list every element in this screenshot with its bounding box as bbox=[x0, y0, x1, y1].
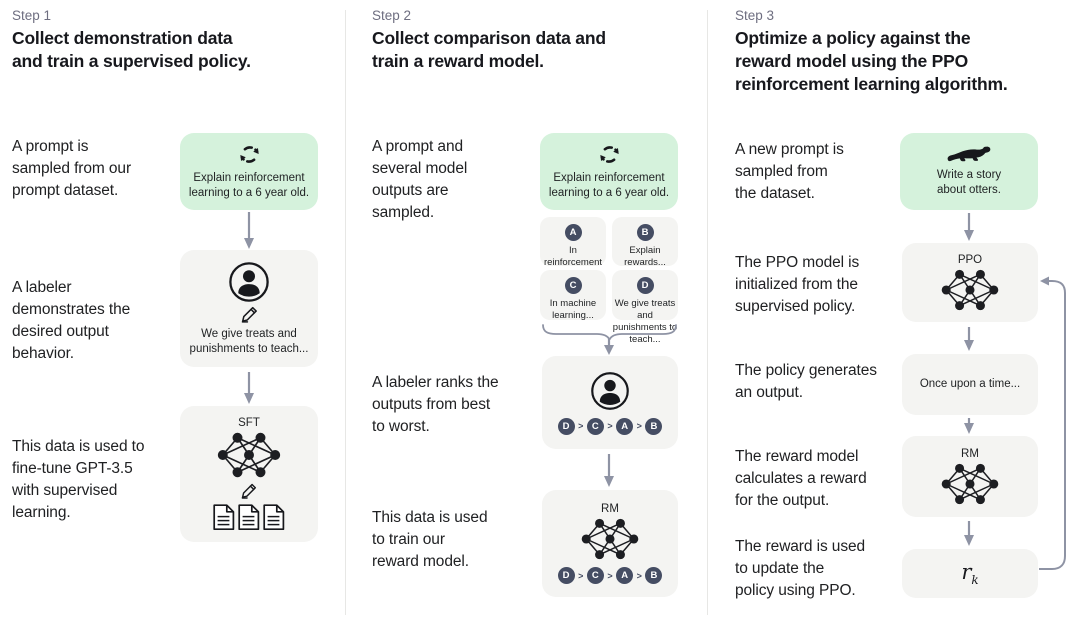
step2-label: Step 2 bbox=[372, 8, 412, 23]
step1-labeler-box: We give treats and punishments to teach.… bbox=[180, 250, 318, 367]
person-icon bbox=[229, 261, 269, 302]
step3-title: Optimize a policy against the reward mod… bbox=[735, 28, 1008, 94]
step1-labeler-text: We give treats and punishments to teach.… bbox=[189, 327, 309, 355]
rank-separator: > bbox=[607, 570, 613, 581]
down-arrow bbox=[604, 338, 614, 355]
neural-network-icon bbox=[581, 518, 639, 560]
step3-caption-init: The PPO model is initialized from the su… bbox=[735, 254, 860, 315]
down-arrow bbox=[244, 372, 254, 404]
step3-rm-box: RM bbox=[902, 436, 1038, 517]
refresh-cycle-icon bbox=[598, 145, 620, 163]
step1-caption-labeler: A labeler demonstrates the desired outpu… bbox=[12, 279, 131, 362]
step1-prompt-box: Explain reinforcement learning to a 6 ye… bbox=[180, 133, 318, 210]
rank-badge: A bbox=[616, 417, 634, 435]
output-d-box: D We give treats and punishments to teac… bbox=[612, 270, 678, 345]
step2-prompt-box: Explain reinforcement learning to a 6 ye… bbox=[540, 133, 678, 210]
step3-caption-prompt: A new prompt is sampled from the dataset… bbox=[735, 141, 844, 202]
reward-symbol: rk bbox=[961, 559, 979, 588]
rank-separator: > bbox=[636, 570, 642, 581]
step3-caption-rewardcalc: The reward model calculates a reward for… bbox=[735, 448, 867, 509]
step2-prompt-text: Explain reinforcement learning to a 6 ye… bbox=[548, 171, 670, 199]
ranking-row: D > C > A > B bbox=[557, 417, 663, 435]
document-icon bbox=[238, 504, 260, 531]
step1-prompt-text: Explain reinforcement learning to a 6 ye… bbox=[188, 171, 310, 199]
sft-model-label: SFT bbox=[238, 417, 260, 429]
step2-caption-prompt: A prompt and several model outputs are s… bbox=[372, 138, 468, 221]
step3-caption-generate: The policy generates an output. bbox=[735, 362, 877, 401]
refresh-cycle-icon bbox=[238, 145, 260, 163]
step1-label: Step 1 bbox=[12, 8, 52, 23]
otter-icon bbox=[947, 146, 991, 162]
down-arrow bbox=[964, 521, 974, 546]
neural-network-icon bbox=[217, 432, 281, 478]
rank-badge: B bbox=[645, 417, 663, 435]
document-icon bbox=[213, 504, 235, 531]
rm-model-label: RM bbox=[601, 503, 619, 515]
step3-output-box: Once upon a time... bbox=[902, 354, 1038, 415]
down-arrow bbox=[964, 327, 974, 351]
output-d-badge: D bbox=[636, 277, 654, 294]
output-d-text: We give treats and punishments to teach.… bbox=[612, 298, 678, 345]
rank-badge: D bbox=[557, 417, 575, 435]
pencil-icon bbox=[241, 483, 257, 499]
neural-network-icon bbox=[941, 269, 999, 311]
step3-ppo-box: PPO bbox=[902, 243, 1038, 322]
rank-separator: > bbox=[578, 570, 584, 581]
output-c-badge: C bbox=[564, 277, 582, 294]
neural-network-icon bbox=[941, 463, 999, 505]
rank-badge: C bbox=[586, 417, 604, 435]
step1-sft-box: SFT bbox=[180, 406, 318, 542]
documents-icon bbox=[213, 504, 285, 531]
output-c-box: C In machine learning... bbox=[540, 270, 606, 321]
rank-separator: > bbox=[636, 421, 642, 431]
rm-model-label: RM bbox=[961, 448, 979, 460]
step3-label: Step 3 bbox=[735, 8, 775, 23]
step3-output-text: Once upon a time... bbox=[919, 378, 1021, 390]
person-icon bbox=[591, 371, 629, 410]
step2-title: Collect comparison data and train a rewa… bbox=[372, 28, 606, 71]
step3-prompt-text: Write a story about otters. bbox=[936, 169, 1002, 196]
rank-badge: C bbox=[586, 567, 604, 584]
document-icon bbox=[263, 504, 285, 531]
down-arrow bbox=[244, 212, 254, 249]
output-c-text: In machine learning... bbox=[549, 298, 597, 321]
step3-prompt-box: Write a story about otters. bbox=[900, 133, 1038, 210]
rank-badge: A bbox=[616, 567, 634, 584]
output-b-badge: B bbox=[636, 224, 654, 241]
rank-badge: D bbox=[557, 567, 575, 584]
down-arrow bbox=[604, 454, 614, 487]
output-a-badge: A bbox=[564, 224, 582, 241]
rank-separator: > bbox=[578, 421, 584, 431]
step2-caption-datause: This data is used to train our reward mo… bbox=[372, 509, 488, 570]
output-b-text: Explain rewards... bbox=[624, 245, 666, 268]
step2-labeler-box: D > C > A > B bbox=[542, 356, 678, 449]
rank-separator: > bbox=[607, 421, 613, 431]
step1-caption-datause: This data is used to fine-tune GPT-3.5 w… bbox=[12, 438, 145, 521]
output-a-box: A In reinforcement learning, the agent i… bbox=[540, 217, 606, 292]
step2-rm-box: RM D > C > A > B bbox=[542, 490, 678, 597]
column-divider bbox=[707, 10, 708, 615]
down-arrow bbox=[964, 213, 974, 241]
output-b-box: B Explain rewards... bbox=[612, 217, 678, 268]
step1-title: Collect demonstration data and train a s… bbox=[12, 28, 251, 71]
step3-reward-box: rk bbox=[902, 549, 1038, 598]
step1-caption-prompt: A prompt is sampled from our prompt data… bbox=[12, 138, 132, 199]
pencil-icon bbox=[241, 306, 257, 323]
rank-badge: B bbox=[645, 567, 663, 584]
ppo-model-label: PPO bbox=[957, 254, 983, 266]
step3-caption-update: The reward is used to update the policy … bbox=[735, 538, 866, 599]
column-divider bbox=[345, 10, 346, 615]
ranking-row: D > C > A > B bbox=[557, 567, 663, 584]
down-arrow bbox=[964, 418, 974, 434]
step2-caption-labeler: A labeler ranks the outputs from best to… bbox=[372, 374, 499, 435]
